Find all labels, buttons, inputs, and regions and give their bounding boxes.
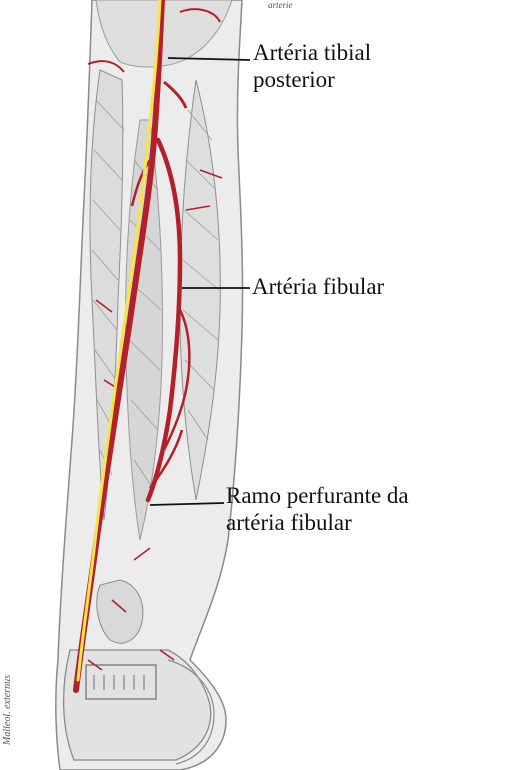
label-perfurante-line2: artéria fibular [226,510,352,535]
leader-perfurante [149,502,225,506]
fibular-side-branch [162,309,191,451]
label-tibial-line2: posterior [253,67,335,92]
heel-ticks [93,675,145,690]
fibular-artery [145,137,183,503]
medial-muscle-mass [89,69,124,521]
perforating-branch [149,429,184,489]
heel-box [85,664,157,700]
tibial-branch-2 [130,159,152,207]
foot-outline [167,659,215,765]
tibial-nerve [76,0,162,682]
small-arterial-twigs [87,169,223,671]
knee-vessel-cluster [87,8,221,73]
label-posterior-tibial-artery: Artéria tibial posterior [253,39,371,93]
leader-tibial [167,57,251,61]
ankle-region [62,649,212,761]
label-fibular-artery: Artéria fibular [252,273,384,300]
leader-lines [149,57,251,506]
label-perfurante-line1: Ramo perfurante da [226,483,409,508]
label-fibular-line: Artéria fibular [252,274,385,299]
label-tibial-line1: Artéria tibial [253,40,372,65]
lateral-muscle-mass [179,79,221,501]
tibial-branch-1 [163,80,188,109]
label-perforating-branch: Ramo perfurante da artéria fibular [226,482,409,536]
faint-side-label: Malleol. externus [2,675,13,745]
malleolus [96,579,144,644]
faint-top-label: arterie [268,0,293,10]
